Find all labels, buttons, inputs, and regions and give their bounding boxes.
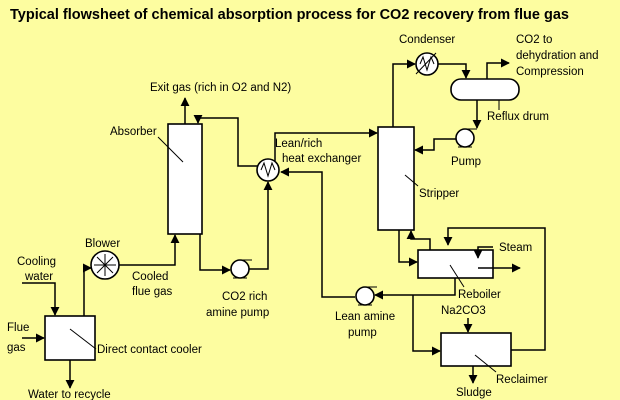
blower-label: Blower bbox=[85, 238, 120, 250]
lean-amine-pump-icon bbox=[355, 286, 377, 306]
exit-gas-label: Exit gas (rich in O2 and N2) bbox=[150, 82, 291, 94]
heat-exchanger-label-2: heat exchanger bbox=[282, 153, 361, 165]
reflux-drum-vessel bbox=[450, 78, 520, 101]
condenser-icon bbox=[415, 52, 439, 76]
steam-label: Steam bbox=[499, 242, 532, 254]
co2-rich-pump-icon bbox=[230, 259, 252, 279]
absorber-to-rich-pump-stream bbox=[199, 234, 231, 275]
reboiler-vapor-stream bbox=[406, 230, 431, 250]
stripper-to-condenser-stream bbox=[392, 59, 416, 127]
lean-amine-pump-label-2: pump bbox=[348, 327, 377, 339]
sludge-label: Sludge bbox=[456, 387, 492, 399]
reboiler-leader bbox=[449, 264, 465, 288]
reboiler-label: Reboiler bbox=[458, 289, 501, 301]
diagram-title: Typical flowsheet of chemical absorption… bbox=[10, 7, 569, 23]
cooled-flue-gas-label-2: flue gas bbox=[132, 286, 173, 298]
cooling-water-label-2: water bbox=[24, 271, 53, 283]
steam-inlet-stream bbox=[473, 246, 493, 259]
cooled-flue-gas-stream bbox=[119, 234, 180, 266]
absorber-column bbox=[167, 123, 203, 235]
co2-out-label-2: dehydration and bbox=[516, 50, 598, 62]
lean-amine-pump-label-1: Lean amine bbox=[335, 311, 395, 323]
direct-contact-cooler-vessel bbox=[44, 315, 96, 361]
stripper-label: Stripper bbox=[419, 188, 459, 200]
exchanger-to-stripper-stream bbox=[274, 128, 378, 161]
stripper-leader bbox=[404, 174, 419, 187]
stripper-column bbox=[377, 126, 415, 231]
cooling-water-stream bbox=[22, 282, 60, 316]
reclaimer-leader bbox=[474, 354, 497, 373]
na2co3-label: Na2CO3 bbox=[441, 305, 486, 317]
water-to-recycle-label: Water to recycle bbox=[28, 389, 111, 400]
stripper-to-reboiler-stream bbox=[398, 230, 418, 267]
co2-rich-pump-label-2: amine pump bbox=[206, 307, 269, 319]
flue-gas-label-1: Flue bbox=[7, 322, 29, 334]
reclaimer-return-stream bbox=[443, 227, 546, 351]
cooler-to-blower-stream bbox=[82, 263, 92, 316]
condenser-to-drum-stream bbox=[438, 63, 471, 79]
reboiler-to-lean-pump-stream bbox=[374, 278, 456, 300]
heat-exchanger-label-1: Lean/rich bbox=[275, 138, 322, 150]
lean-pump-to-exchanger-stream bbox=[280, 167, 355, 298]
cooling-water-label-1: Cooling bbox=[17, 256, 56, 268]
heat-exchanger-icon bbox=[256, 158, 280, 182]
reflux-drum-label: Reflux drum bbox=[487, 111, 549, 123]
blower-icon bbox=[90, 250, 120, 280]
reflux-pump-icon bbox=[455, 128, 477, 148]
pump-label: Pump bbox=[451, 156, 481, 168]
lean-to-absorber-stream bbox=[193, 114, 258, 167]
co2-product-stream bbox=[486, 58, 510, 79]
reclaimer-label: Reclaimer bbox=[496, 374, 548, 386]
cooler-leader bbox=[69, 328, 97, 350]
co2-rich-pump-label-1: CO2 rich bbox=[222, 291, 267, 303]
absorber-leader bbox=[157, 136, 184, 163]
rich-pump-to-exchanger-stream bbox=[249, 181, 273, 270]
co2-out-label-3: Compression bbox=[516, 66, 584, 78]
absorber-label: Absorber bbox=[110, 126, 157, 138]
reclaimer-vessel bbox=[440, 332, 512, 367]
condenser-label: Condenser bbox=[399, 34, 455, 46]
flue-gas-label-2: gas bbox=[7, 342, 26, 354]
direct-contact-cooler-label: Direct contact cooler bbox=[97, 344, 202, 356]
co2-out-label-1: CO2 to bbox=[516, 34, 552, 46]
cooled-flue-gas-label-1: Cooled bbox=[132, 271, 168, 283]
reflux-return-stream bbox=[414, 138, 456, 155]
to-reclaimer-stream bbox=[412, 295, 441, 356]
